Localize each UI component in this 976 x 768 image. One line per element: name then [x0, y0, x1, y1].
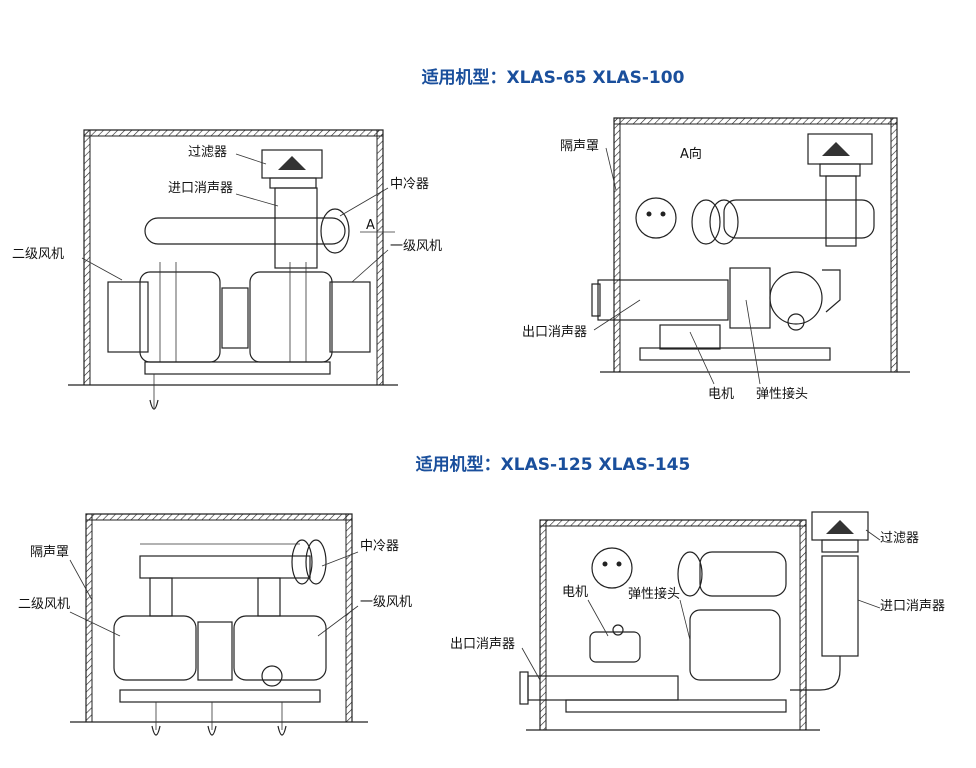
motor — [659, 324, 721, 350]
label-inlet-silencer: 进口消声器 — [880, 599, 945, 614]
inlet-silencer — [274, 187, 318, 269]
enclosure-wall-left — [539, 519, 547, 731]
intercooler-end — [635, 197, 677, 239]
enclosure-wall-right — [799, 519, 807, 731]
outlet-silencer — [597, 279, 729, 321]
base-frame — [144, 361, 331, 375]
inlet-silencer — [821, 555, 859, 657]
base-frame — [565, 699, 787, 713]
label-filter: 过滤器 — [880, 531, 919, 546]
base-frame — [639, 347, 831, 361]
enclosure-wall-right — [890, 117, 898, 373]
intercooler — [723, 199, 875, 239]
coupling-box — [197, 621, 233, 681]
first-stage-blower — [233, 615, 327, 681]
label-coupling: 弹性接头 — [756, 386, 808, 402]
enclosure-wall-right — [345, 513, 353, 723]
second-stage-blower — [113, 615, 197, 681]
title-top: 适用机型：XLAS-65 XLAS-100 — [421, 68, 685, 88]
first-stage-blower — [249, 271, 333, 363]
label-intercooler: 中冷器 — [360, 539, 399, 554]
enclosure-wall-left — [85, 513, 93, 723]
label-second-stage: 二级风机 — [18, 597, 70, 612]
filter-symbol — [278, 156, 306, 170]
base-frame — [119, 689, 321, 703]
label-first-stage: 一级风机 — [360, 595, 412, 610]
enclosure-wall-left — [83, 129, 91, 386]
enclosure-outline — [613, 117, 898, 372]
label-filter: 过滤器 — [188, 145, 227, 160]
enclosure-outline — [83, 129, 384, 385]
diagram-bottom-left: 隔声罩 二级风机 中冷器 一级风机 — [18, 513, 412, 736]
intercooler-end — [591, 547, 633, 589]
enclosure-roof — [83, 129, 384, 137]
diagram-top-right: 隔声罩 A向 出口消声器 电机 弹性接头 — [522, 117, 910, 402]
label-coupling: 弹性接头 — [628, 586, 680, 602]
coupling-box — [221, 287, 249, 349]
enclosure-roof — [613, 117, 898, 125]
inlet-silencer — [825, 175, 857, 247]
label-outlet-silencer: 出口消声器 — [522, 325, 587, 340]
label-inlet-silencer: 进口消声器 — [168, 181, 233, 196]
intercooler-pipe — [139, 555, 311, 579]
enclosure-roof — [85, 513, 353, 521]
motor — [589, 631, 641, 663]
label-enclosure: 隔声罩 — [30, 545, 69, 560]
intercooler — [320, 208, 350, 254]
label-intercooler: 中冷器 — [390, 177, 429, 192]
label-first-stage: 一级风机 — [390, 239, 442, 254]
second-stage-blower — [139, 271, 221, 363]
blower — [769, 271, 823, 325]
diagram-bottom-right: 过滤器 进口消声器 电机 弹性接头 出口消声器 — [450, 511, 945, 731]
label-view-a: A向 — [680, 146, 702, 162]
intercooler — [291, 539, 313, 585]
label-motor: 电机 — [562, 585, 588, 600]
enclosure-outline — [85, 513, 353, 722]
intercooler-pipe — [144, 217, 346, 245]
enclosure-wall-left — [613, 117, 621, 373]
blower — [689, 609, 781, 681]
diagram-top-left: 过滤器 进口消声器 中冷器 A 二级风机 一级风机 — [12, 129, 442, 410]
intercooler — [699, 551, 787, 597]
label-outlet-silencer: 出口消声器 — [450, 637, 515, 652]
outlet-silencer — [527, 675, 679, 701]
enclosure-roof — [539, 519, 807, 527]
label-second-stage: 二级风机 — [12, 247, 64, 262]
label-view-a: A — [366, 218, 375, 233]
title-bottom: 适用机型：XLAS-125 XLAS-145 — [415, 455, 691, 475]
label-motor: 电机 — [708, 387, 734, 402]
label-enclosure: 隔声罩 — [560, 139, 599, 154]
